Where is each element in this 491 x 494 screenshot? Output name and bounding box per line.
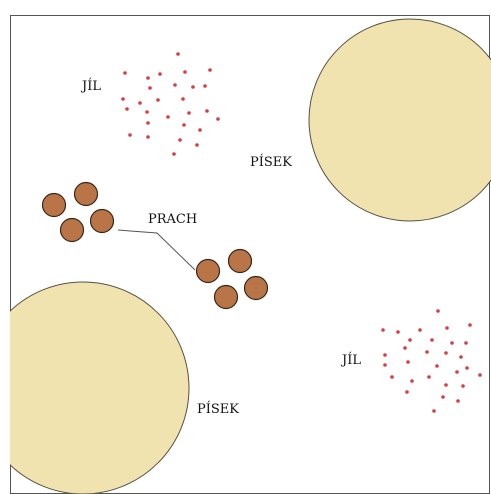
- clay-particle: [198, 128, 202, 132]
- silt-grain: [243, 275, 269, 301]
- prach-leader-line: [117, 229, 196, 271]
- clay-particle: [468, 323, 472, 327]
- silt-grain: [89, 208, 115, 234]
- silt-grain: [227, 248, 253, 274]
- clay-particle: [176, 52, 180, 56]
- clay-particle: [478, 373, 482, 377]
- clay-particle: [425, 350, 429, 354]
- clay-particle: [435, 364, 439, 368]
- clay-particle: [436, 309, 440, 313]
- clay-particle: [444, 351, 448, 355]
- clay-particle: [123, 71, 127, 75]
- clay-particle: [146, 76, 150, 80]
- clay-particle: [455, 370, 459, 374]
- clay-particle: [195, 143, 199, 147]
- clay-particle: [203, 84, 207, 88]
- label-jil-top: JÍL: [80, 78, 101, 94]
- clay-particle: [158, 72, 162, 76]
- silt-grain: [195, 258, 221, 284]
- clay-particle: [418, 328, 422, 332]
- silt-grain: [59, 217, 85, 243]
- sand-grain-bottom-left: [10, 281, 190, 494]
- clay-particle: [408, 338, 412, 342]
- clay-particle: [444, 383, 448, 387]
- label-pisek-top: PÍSEK: [250, 154, 292, 170]
- clay-particle: [383, 353, 387, 357]
- clay-particle: [173, 83, 177, 87]
- clay-particle: [205, 109, 209, 113]
- clay-particle: [410, 379, 414, 383]
- clay-particle: [405, 390, 409, 394]
- sand-grain-top-right: [308, 18, 491, 222]
- clay-particle: [381, 328, 385, 332]
- clay-particle: [178, 138, 182, 142]
- clay-particle: [432, 409, 436, 413]
- clay-particle: [128, 133, 132, 137]
- clay-particle: [148, 86, 152, 90]
- clay-particles-top: [121, 52, 220, 156]
- clay-particle: [441, 395, 445, 399]
- silt-particles-right: [195, 248, 269, 310]
- clay-particle: [456, 399, 460, 403]
- clay-particle: [191, 85, 195, 89]
- clay-particle: [427, 375, 431, 379]
- clay-particle: [430, 338, 434, 342]
- clay-particle: [459, 355, 463, 359]
- clay-particle: [156, 98, 160, 102]
- clay-particle: [450, 341, 454, 345]
- clay-particle: [383, 363, 387, 367]
- clay-particles-bottom: [381, 309, 482, 413]
- clay-particle: [216, 117, 220, 121]
- clay-particle: [465, 366, 469, 370]
- clay-particle: [181, 97, 185, 101]
- clay-particle: [125, 107, 129, 111]
- clay-particle: [166, 115, 170, 119]
- label-pisek-bottom: PÍSEK: [197, 401, 239, 417]
- clay-particle: [464, 341, 468, 345]
- clay-particle: [146, 121, 150, 125]
- clay-particle: [208, 68, 212, 72]
- clay-particle: [121, 97, 125, 101]
- clay-particle: [461, 384, 465, 388]
- clay-particle: [445, 326, 449, 330]
- label-jil-bottom: JÍL: [340, 352, 361, 368]
- clay-particle: [146, 135, 150, 139]
- clay-particle: [403, 346, 407, 350]
- silt-grain: [41, 192, 67, 218]
- clay-particle: [390, 375, 394, 379]
- silt-grain: [213, 284, 239, 310]
- clay-particle: [187, 111, 191, 115]
- clay-particle: [182, 123, 186, 127]
- clay-particle: [183, 70, 187, 74]
- clay-particle: [172, 152, 176, 156]
- silt-particles-left: [41, 181, 115, 243]
- clay-particle: [396, 330, 400, 334]
- label-prach: PRACH: [148, 212, 197, 227]
- silt-grain: [73, 181, 99, 207]
- clay-particle: [145, 110, 149, 114]
- clay-particle: [138, 101, 142, 105]
- clay-particle: [406, 360, 410, 364]
